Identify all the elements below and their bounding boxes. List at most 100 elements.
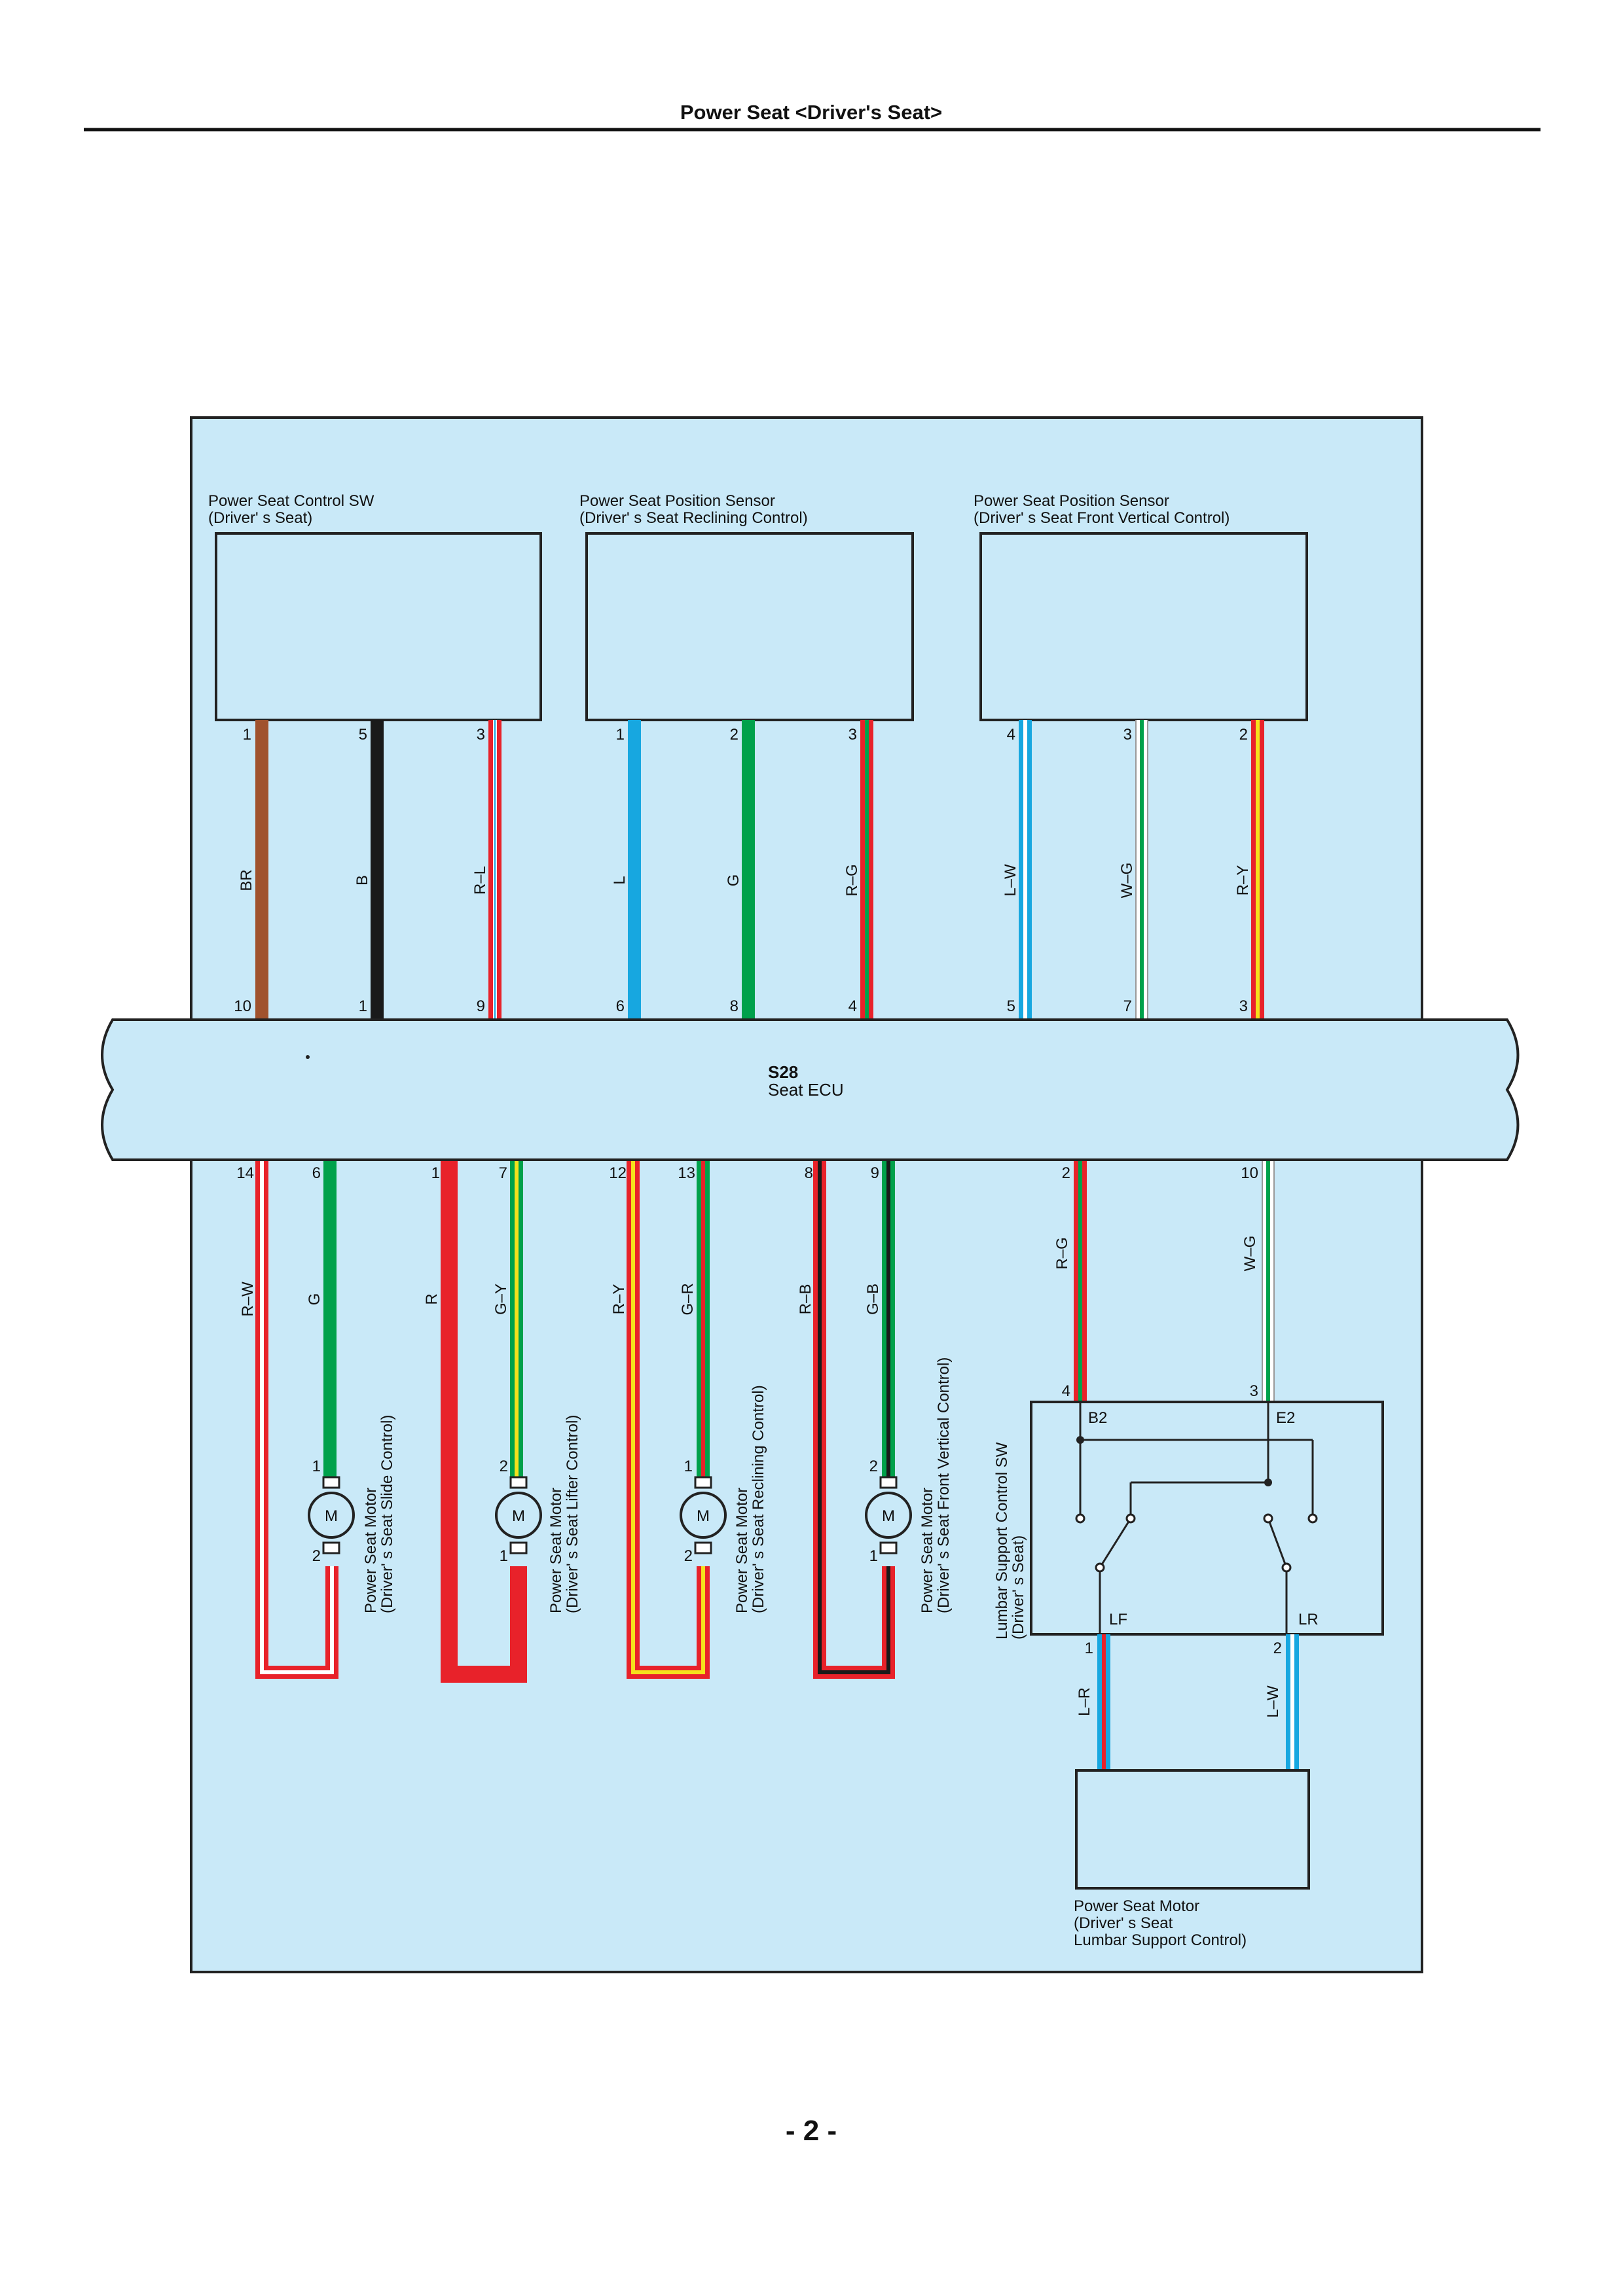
pin-label: 10	[234, 997, 251, 1015]
motor-label: Power Seat Motor (Driver' s Seat Lifter …	[547, 1415, 581, 1613]
wire-color-code: G	[306, 1293, 323, 1306]
pin-label: 3	[848, 726, 857, 744]
lumbar-support-control-sw: B2 E2 LF LR Lumbar Support Control SW (	[993, 1401, 1384, 1640]
junction-dot	[1076, 1436, 1084, 1444]
top-wire-r-y: 2 3 R–Y	[1234, 720, 1264, 1020]
pin-label: 3	[1123, 726, 1132, 744]
wire-color-code: R–G	[1053, 1237, 1071, 1269]
switch-pin: 1	[1085, 1640, 1093, 1657]
motor-label-line1: Power Seat Motor	[919, 1488, 936, 1613]
motor-pin: 2	[869, 1458, 878, 1475]
top-wire-b: 5 1 B	[354, 720, 384, 1020]
ecu-code: S28	[768, 1062, 798, 1082]
wire-color-code: R–Y	[610, 1284, 628, 1315]
ecu-pin: 7	[499, 1164, 507, 1182]
ecu-pin: 1	[431, 1164, 440, 1182]
pin-label: 5	[1007, 997, 1015, 1015]
ecu-pin: 13	[678, 1164, 695, 1182]
ecu-pin: 12	[609, 1164, 627, 1182]
wire-color-code: G–B	[864, 1283, 882, 1315]
motor-symbol: M	[512, 1507, 525, 1525]
wire-color-code: R–Y	[1234, 865, 1252, 896]
component-power-seat-control-sw: Power Seat Control SW (Driver' s Seat)	[208, 492, 542, 721]
motor-symbol: M	[325, 1507, 338, 1525]
top-wire-l-w: 4 5 L–W	[1002, 720, 1032, 1020]
ecu-pin: 9	[871, 1164, 879, 1182]
switch-pin: 3	[1250, 1382, 1258, 1400]
motor-icon	[495, 1492, 542, 1539]
pin-label: 5	[359, 726, 367, 744]
component-label: Power Seat Motor	[1074, 1897, 1199, 1915]
motor-icon	[680, 1492, 727, 1539]
top-wire-g: 2 8 G	[725, 720, 755, 1020]
pin-label: 2	[730, 726, 739, 744]
switch-label: Lumbar Support Control SW (Driver' s Sea…	[993, 1438, 1027, 1640]
motor-label: Power Seat Motor (Driver' s Seat Reclini…	[733, 1385, 767, 1613]
wire-color-code: W–G	[1241, 1236, 1259, 1272]
lumbar-support-motor: Power Seat Motor (Driver' s Seat Lumbar …	[1074, 1769, 1310, 1949]
slide-motor-wires	[255, 1160, 338, 1679]
wire-color-code: BR	[238, 869, 255, 891]
motor-lifter: M 1 7 R G–Y 2 1 Power Seat Motor (Driver…	[423, 1164, 581, 1613]
wire-color-code: W–G	[1118, 863, 1136, 899]
switch-terminal: LF	[1109, 1611, 1127, 1628]
pin-label: 4	[848, 997, 857, 1015]
motor-label-line1: Power Seat Motor	[362, 1488, 380, 1613]
page-title: Power Seat <Driver's Seat>	[680, 101, 942, 124]
motor-pin: 1	[312, 1458, 321, 1475]
component-sublabel: (Driver' s Seat	[1074, 1914, 1173, 1932]
component-position-sensor-reclining: Power Seat Position Sensor (Driver' s Se…	[579, 492, 914, 721]
lifter-motor-wires	[441, 1160, 527, 1683]
pin-label: 6	[616, 997, 625, 1015]
switch-terminal: B2	[1088, 1409, 1107, 1427]
ecu-connector-bar	[101, 1018, 1520, 1161]
page-number: - 2 -	[786, 2115, 837, 2147]
wire-color-code: G	[725, 874, 742, 887]
marker-dot	[306, 1055, 310, 1059]
top-wire-l: 1 6 L	[611, 720, 641, 1020]
wire-color-code: B	[354, 875, 371, 886]
wire-color-code: R	[423, 1293, 441, 1304]
component-label: Power Seat Position Sensor	[974, 492, 1169, 510]
ecu-pin: 14	[236, 1164, 254, 1182]
ecu-pin: 6	[312, 1164, 321, 1182]
motor-slide: M 14 6 R–W G 1 2 Power Seat Motor (Drive…	[236, 1164, 396, 1613]
pin-label: 8	[730, 997, 739, 1015]
motor-label-line2: (Driver' s Seat Reclining Control)	[750, 1385, 767, 1613]
switch-pin: 4	[1062, 1382, 1070, 1400]
motor-label-line2: (Driver' s Seat Slide Control)	[378, 1415, 396, 1613]
switch-pin: 2	[1273, 1640, 1282, 1657]
motor-label-line1: Power Seat Motor	[547, 1488, 565, 1613]
wire-color-code: L–W	[1264, 1685, 1282, 1718]
pin-label: 1	[359, 997, 367, 1015]
switch-label-line2: (Driver' s Seat)	[1010, 1535, 1027, 1640]
lumbar-sw-input-wires: 2 10 R–G W–G 4 3	[1053, 1160, 1275, 1402]
motor-label-line2: (Driver' s Seat Front Vertical Control)	[935, 1357, 953, 1613]
wire-color-code: R–L	[471, 866, 489, 895]
component-label: Power Seat Position Sensor	[579, 492, 775, 510]
wire-color-code: R–W	[239, 1282, 257, 1317]
motor-pin: 2	[684, 1547, 693, 1565]
pin-label: 4	[1007, 726, 1015, 744]
motor-pin: 1	[684, 1458, 693, 1475]
pin-label: 2	[1239, 726, 1248, 744]
motor-label: Power Seat Motor (Driver' s Seat Slide C…	[362, 1415, 396, 1613]
motor-pin: 1	[869, 1547, 878, 1565]
wire-color-code: R–G	[843, 864, 861, 896]
wire-color-code: G–R	[679, 1283, 697, 1315]
ecu-pin: 8	[805, 1164, 813, 1182]
component-box	[1075, 1769, 1310, 1890]
seat-ecu: S28 Seat ECU	[101, 1018, 1520, 1161]
motor-icon	[308, 1492, 355, 1539]
component-label: Power Seat Control SW	[208, 492, 374, 510]
motor-symbol: M	[697, 1507, 710, 1525]
component-sublabel: (Driver' s Seat Front Vertical Control)	[974, 509, 1230, 527]
pin-label: 3	[477, 726, 485, 744]
wire-color-code: G–Y	[492, 1283, 510, 1315]
motor-label-line1: Power Seat Motor	[733, 1488, 751, 1613]
motor-front-vertical: M 8 9 R–B G–B 2 1 Power Seat Motor (Driv…	[797, 1164, 953, 1613]
motor-pin: 2	[500, 1458, 508, 1475]
ecu-pin: 10	[1241, 1164, 1258, 1182]
top-wire-br: 1 10 BR	[234, 720, 268, 1020]
motor-label: Power Seat Motor (Driver' s Seat Front V…	[919, 1357, 953, 1613]
